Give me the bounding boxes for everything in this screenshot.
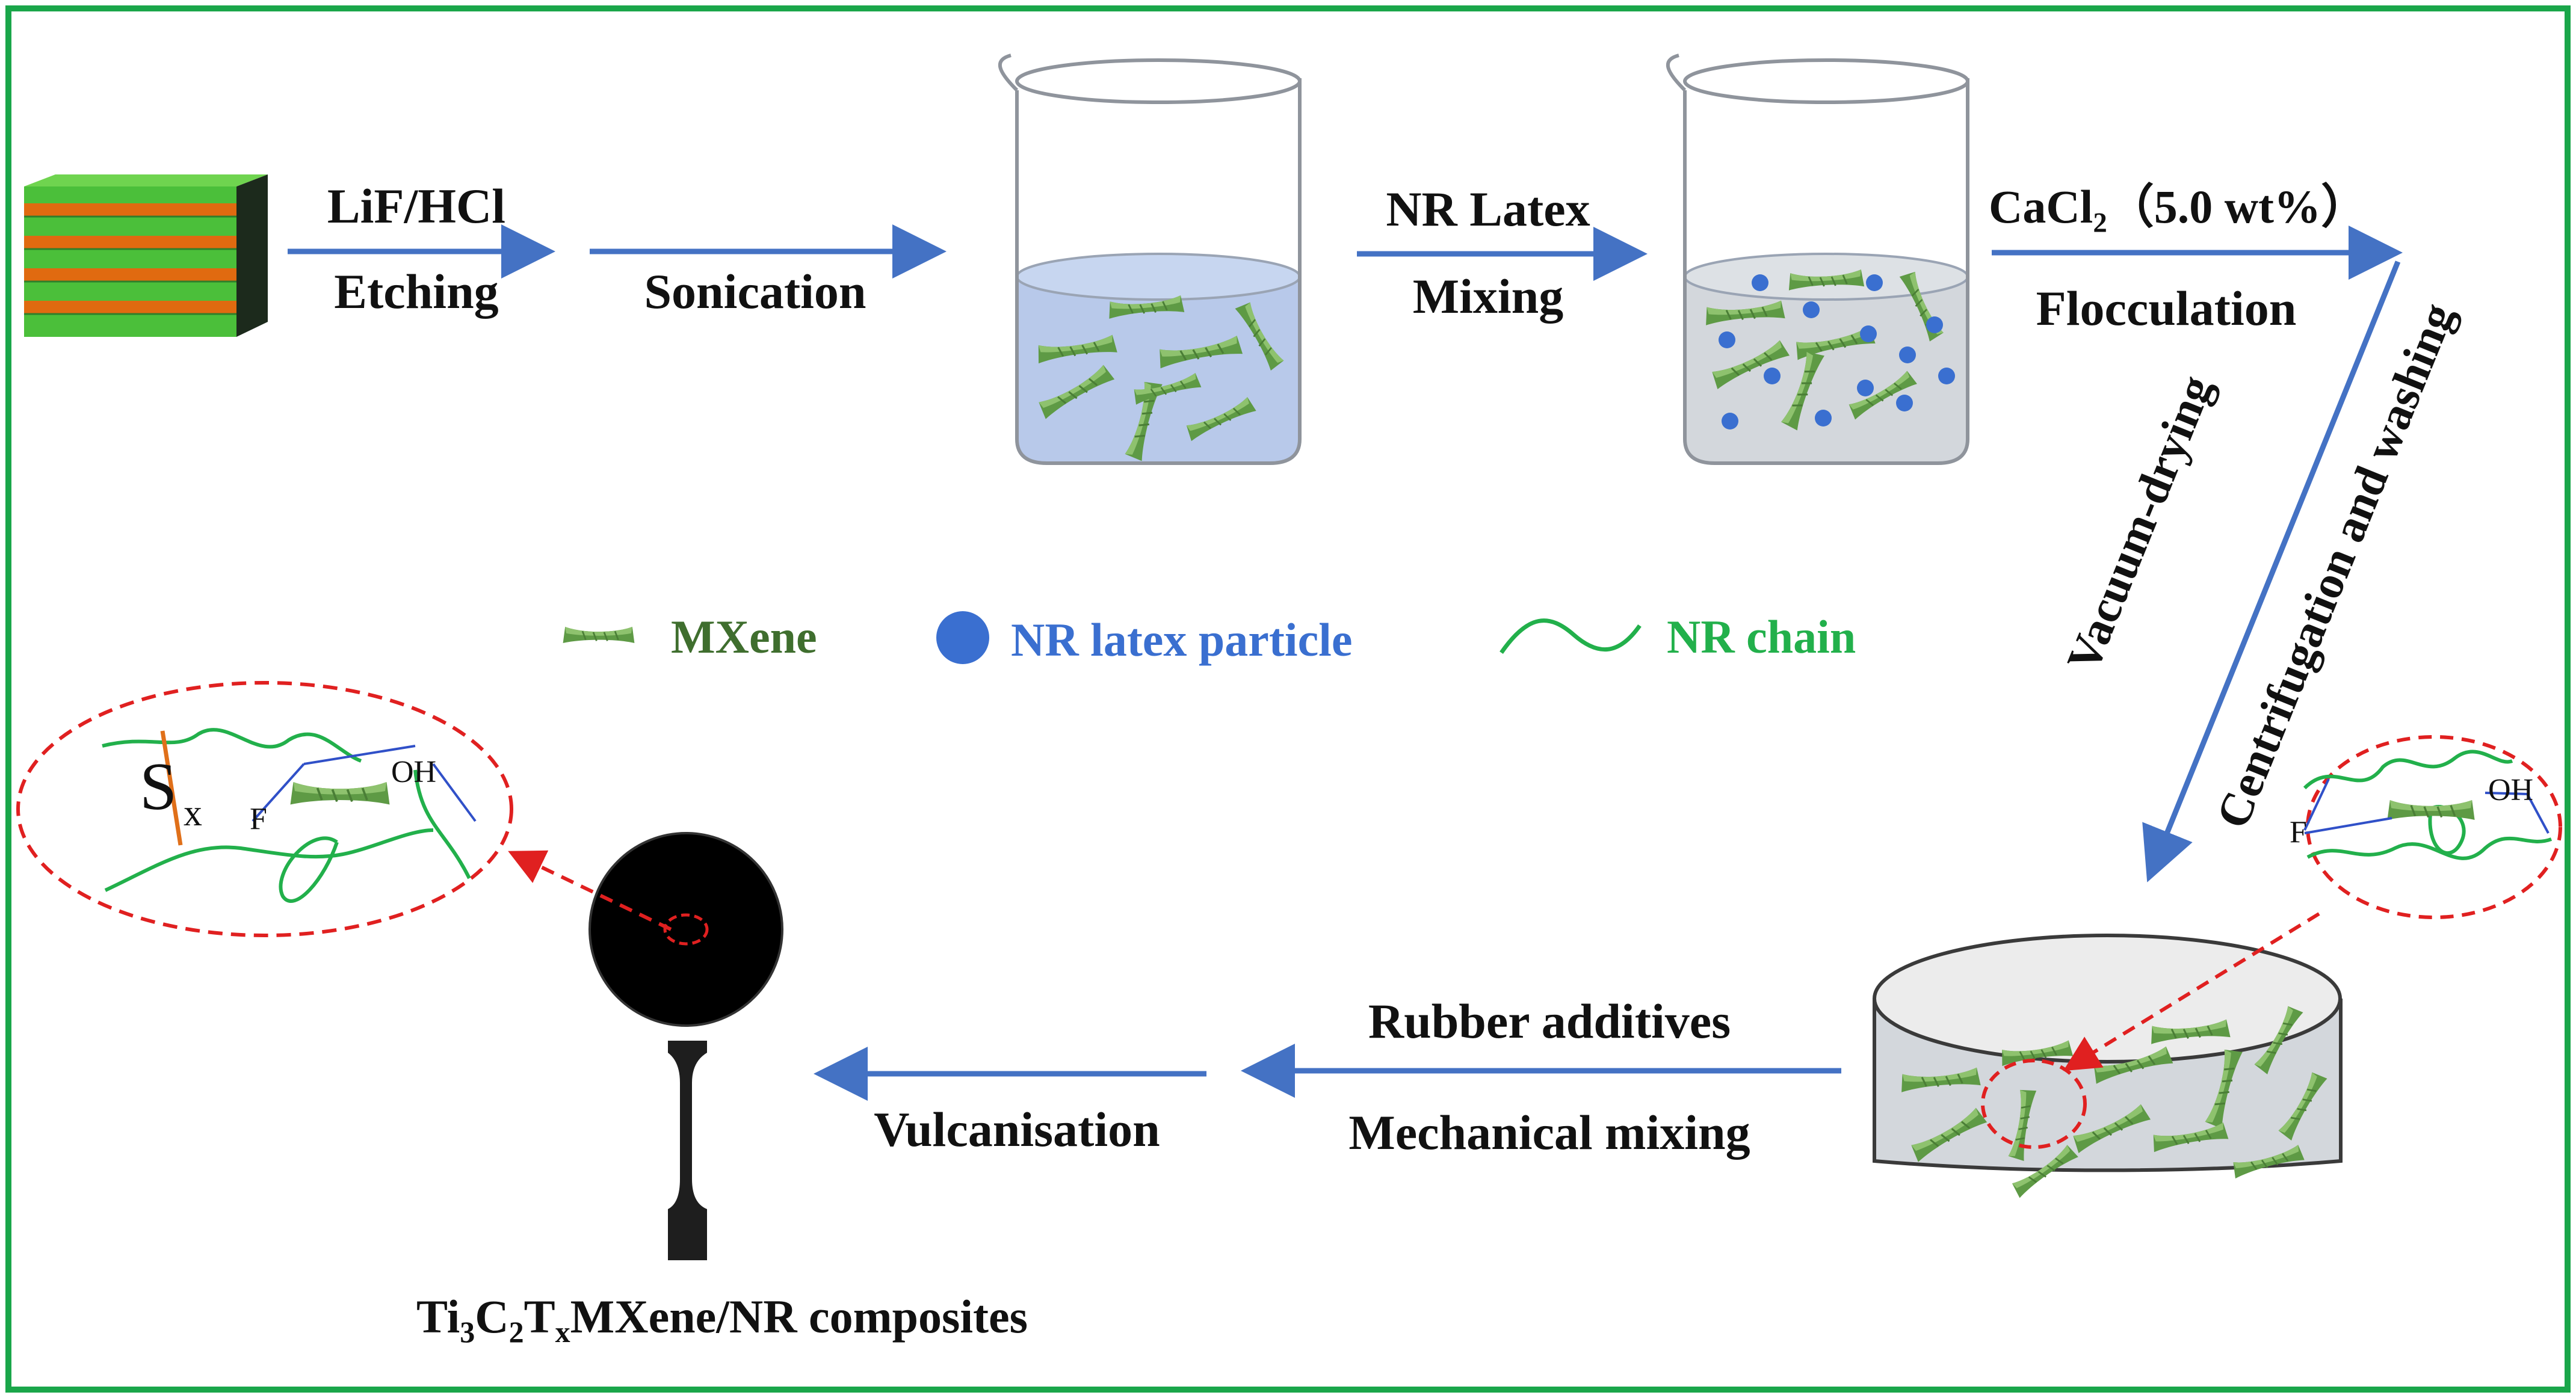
legend-mxene-icon <box>562 626 635 644</box>
composite-disc <box>588 832 783 1027</box>
legend-chain-label: NR chain <box>1667 611 1856 663</box>
legend-latex-label: NR latex particle <box>1011 614 1352 666</box>
outer-frame <box>5 5 2571 1393</box>
chem-oh-left: OH <box>391 755 436 789</box>
legend: MXene NR latex particle NR chain <box>562 611 1856 666</box>
label-rubber-additives: Rubber additives <box>1368 994 1731 1048</box>
chem-s: S <box>140 750 177 824</box>
label-cacl2: CaCl₂（5.0 wt%） <box>1989 180 2368 233</box>
label-flocculation: Flocculation <box>2036 281 2297 336</box>
zoom-arrow-right <box>2063 912 2320 1071</box>
composite-sample <box>588 832 783 1260</box>
zoom-detail-left: S x F OH <box>16 681 513 937</box>
legend-latex-icon <box>936 611 989 664</box>
chem-f-right: F <box>2290 815 2307 849</box>
dumbbell-specimen <box>668 1041 707 1260</box>
label-mechanical-mixing: Mechanical mixing <box>1348 1105 1750 1160</box>
zoom-arrow-left <box>508 850 672 931</box>
label-nr-latex: NR Latex <box>1386 182 1590 236</box>
label-mixing: Mixing <box>1413 269 1564 324</box>
chem-oh-right: OH <box>2488 773 2533 807</box>
rubber-compound-container <box>1873 934 2343 1199</box>
chem-s-subscript: x <box>184 793 202 834</box>
label-vulcanisation: Vulcanisation <box>874 1102 1160 1157</box>
label-vacuum-drying: Vacuum-drying <box>2056 368 2222 679</box>
label-etching: Etching <box>334 264 498 319</box>
chem-f-left: F <box>250 802 267 836</box>
beaker-mxene-latex <box>1666 54 1969 465</box>
label-sonication: Sonication <box>644 264 866 319</box>
beaker-mxene-dispersion <box>998 54 1302 465</box>
label-etching-reagent: LiF/HCl <box>327 179 505 233</box>
max-phase-stack-icon <box>24 174 268 337</box>
arrow-centrifugation-drying <box>2142 260 2401 882</box>
product-caption: Ti3C2TxMXene/NR composites <box>416 1290 1028 1349</box>
legend-chain-icon <box>1500 618 1642 654</box>
legend-mxene-label: MXene <box>671 611 817 663</box>
zoom-detail-right: OH F <box>2290 735 2562 919</box>
